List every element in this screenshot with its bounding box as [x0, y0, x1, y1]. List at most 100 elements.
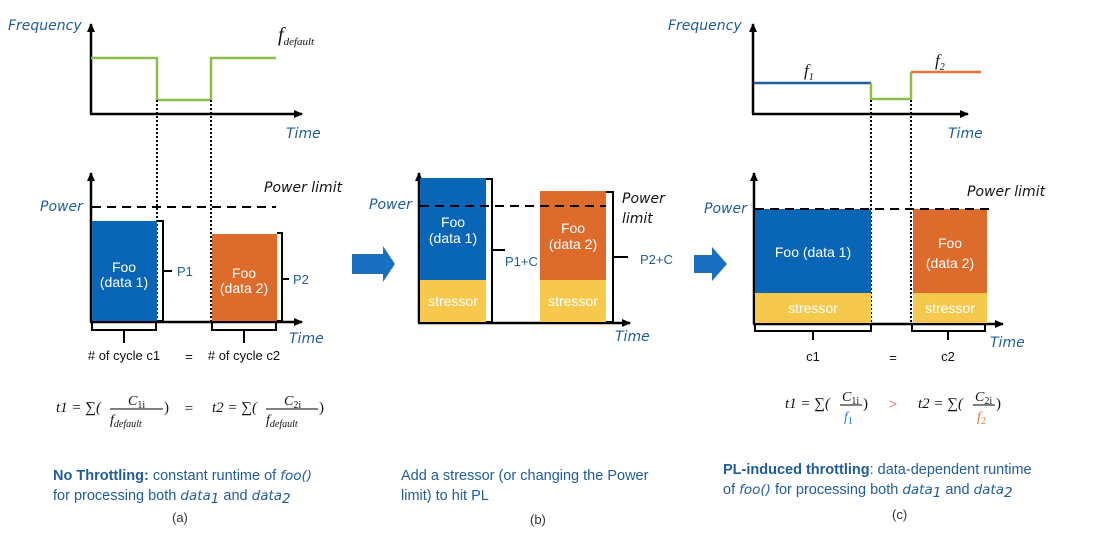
caption-c-line1: PL-induced throttling: data-dependent ru… [723, 460, 1103, 480]
eq-a-left-close: ) [164, 400, 169, 416]
f1-label: f1 [804, 61, 814, 83]
p2-bracket [277, 232, 289, 322]
cycle-equals-c: = [889, 350, 897, 365]
bar-foo-data1 [92, 221, 157, 321]
power-limit-label: Power limit [264, 180, 343, 196]
time-label-b: Time [615, 329, 650, 345]
caption-a-italic: foo() [280, 468, 313, 484]
cycle1-bracket [91, 323, 157, 343]
caption-b-line2: limit) to hit PL [401, 488, 489, 504]
bar1-label-c: Foo (data 1) [775, 244, 851, 260]
eq-a-left-den: fdefault [110, 413, 142, 430]
bar2-line2-c: (data 2) [926, 255, 974, 271]
eq-a-mid: = [185, 401, 193, 417]
caption-c-text2: for processing both [770, 482, 903, 498]
p2-label: P2 [293, 272, 309, 287]
caption-a-line1: No Throttling: constant runtime of foo() [53, 466, 353, 486]
stressor-bar2-b [540, 280, 606, 322]
bar2-line2: (data 2) [220, 280, 268, 296]
eq-a-right-lhs: t2 = ∑( [212, 400, 258, 416]
caption-c-d1-sub: 1 [932, 485, 942, 501]
caption-a-text1: constant runtime of [148, 468, 281, 484]
eq-c-right-lhs: t2 = ∑( [918, 396, 964, 412]
p1c-label: P1+C [505, 254, 538, 269]
stressor-bar1-c [755, 293, 871, 323]
caption-c-d1: data [902, 482, 933, 498]
caption-c-line2: of foo() for processing both data1 and d… [723, 480, 1103, 503]
time-label-top: Time [286, 126, 321, 142]
power-limit-line2-b: limit [622, 211, 653, 227]
bar2-line1-c: Foo [938, 235, 962, 251]
cycle1-label-c: c1 [806, 349, 820, 364]
tag-b: (b) [530, 512, 546, 527]
cycle2-bracket [211, 323, 277, 343]
bar-foo-data2 [212, 234, 277, 321]
caption-c: PL-induced throttling: data-dependent ru… [723, 460, 1103, 503]
power-axis-label-b: Power [369, 197, 413, 213]
p1c-bracket [486, 178, 505, 323]
eq-a-right-den: fdefault [266, 413, 298, 430]
tag-a: (a) [172, 510, 188, 525]
caption-a-bold: No Throttling: [53, 468, 149, 484]
stressor1-label-b: stressor [428, 293, 478, 309]
caption-a-d1: data [180, 488, 211, 504]
power-limit-line1-b: Power [622, 191, 666, 207]
time-label-top-c: Time [948, 126, 983, 142]
stressor2-label-b: stressor [548, 293, 598, 309]
freq-curve-default [91, 56, 276, 102]
bar-foo-data2-c [913, 209, 987, 294]
arrow-b-to-c [694, 247, 727, 281]
caption-c-of: of [723, 482, 740, 498]
bar1-line2: (data 1) [100, 274, 148, 290]
power-axis-label-c: Power [704, 201, 748, 217]
bar2-line1: Foo [232, 265, 256, 281]
p1-bracket [158, 220, 172, 322]
stressor1-label-c: stressor [788, 300, 838, 316]
caption-c-and: and [941, 482, 974, 498]
cycle-equals: = [185, 349, 193, 364]
equation-c: t1 = ∑( C1i f1 ) > t2 = ∑( C2i f2 ) [785, 390, 1001, 427]
equation-a: t1 = ∑( C1i fdefault ) = t2 = ∑( C2i fde… [56, 394, 324, 430]
freq-curve-throttled [869, 72, 913, 101]
caption-a-d2-sub: 2 [282, 491, 291, 507]
panel-b: Power Foo (data 1) Foo (data 2) stressor… [369, 172, 673, 345]
panel-a: Frequency fdefault Time Power Power limi… [8, 18, 343, 430]
p1-label: P1 [177, 264, 193, 279]
caption-c-d2: data [973, 482, 1005, 498]
p2c-label: P2+C [640, 252, 673, 267]
cycle2-bracket-c [911, 325, 986, 340]
bar1-line1: Foo [112, 259, 136, 275]
eq-a-right-num: C2i [284, 394, 301, 411]
caption-c-italic: foo() [739, 482, 771, 498]
arrow-a-to-b [352, 246, 395, 282]
bar2-line2-b: (data 2) [549, 236, 597, 252]
time-label-bottom: Time [289, 331, 324, 347]
stressor2-label-c: stressor [925, 300, 975, 316]
bar1-line1-b: Foo [441, 214, 465, 230]
cycle2-label-c: c2 [941, 349, 955, 364]
cycle1-label: # of cycle c1 [88, 348, 160, 363]
bar2-line1-b: Foo [561, 220, 585, 236]
stressor-bar2-c [913, 293, 987, 323]
caption-b: Add a stressor (or changing the Power li… [401, 466, 721, 506]
cycle2-label: # of cycle c2 [208, 348, 280, 363]
eq-c-left-close: ) [863, 396, 868, 412]
stressor-bar1-b [420, 280, 486, 322]
caption-c-bold: PL-induced throttling [723, 462, 870, 478]
caption-a-text2: for processing both [53, 488, 181, 504]
panel-c: Frequency f1 f2 Time Power Power limit F… [668, 18, 1046, 427]
caption-c-d2-sub: 2 [1004, 485, 1013, 501]
caption-a-and: and [219, 488, 252, 504]
caption-c-text1: : data-dependent runtime [869, 462, 1032, 478]
power-axis-label: Power [40, 199, 84, 215]
eq-a-left-lhs: t1 = ∑( [56, 400, 102, 416]
caption-a-line2: for processing both data1 and data2 [53, 486, 353, 509]
bar-foo-data1-b [420, 178, 486, 280]
eq-c-left-den: f1 [844, 410, 853, 427]
f2-label: f2 [935, 51, 945, 73]
freq-axis-label-c: Frequency [668, 18, 742, 34]
bar-foo-data1-c [755, 209, 871, 294]
eq-c-right-num: C2i [975, 390, 992, 407]
eq-c-greater: > [889, 397, 897, 413]
